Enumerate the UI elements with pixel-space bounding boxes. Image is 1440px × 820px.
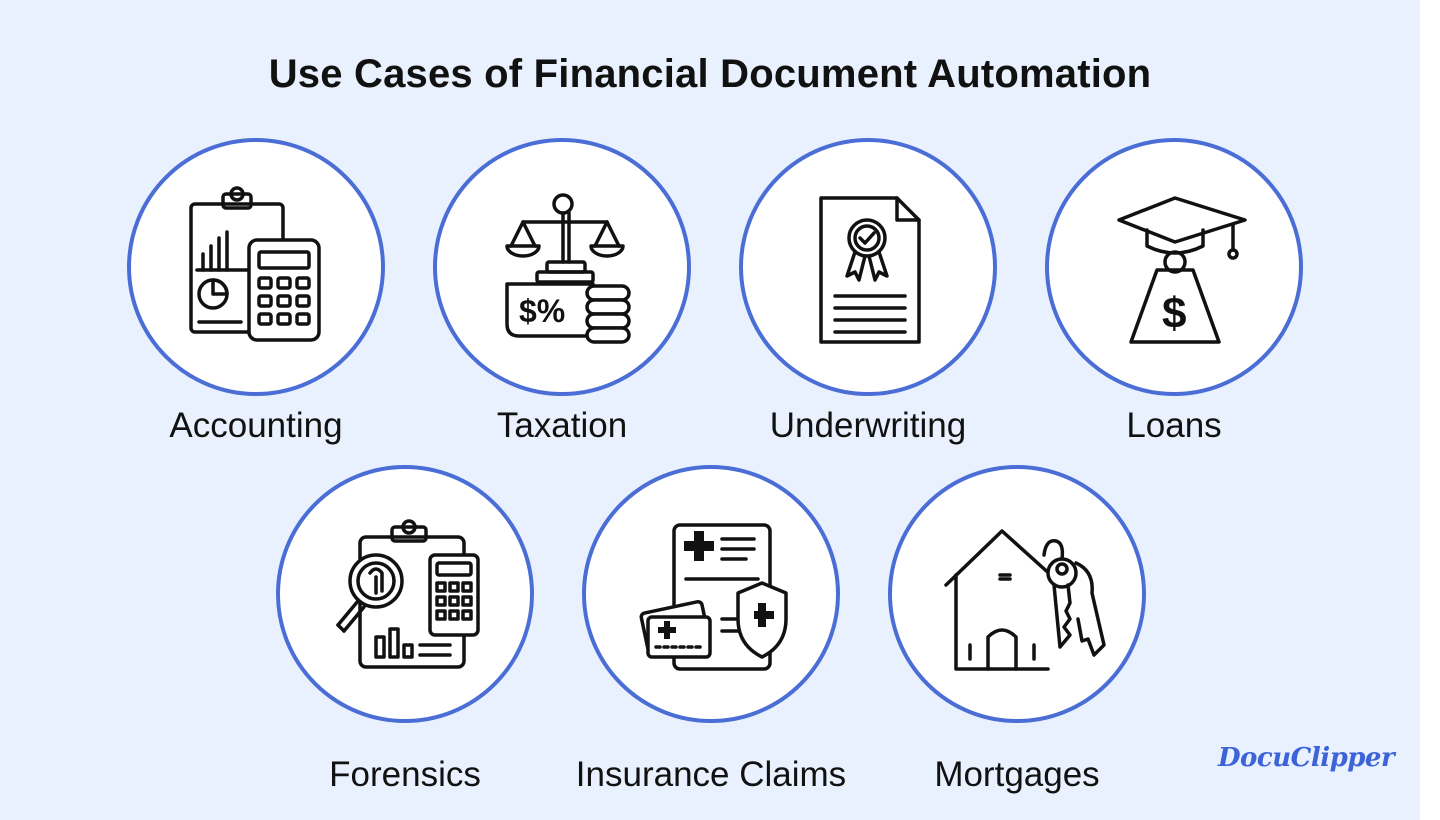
use-case-label: Taxation bbox=[496, 406, 628, 445]
insurance-claims-icon bbox=[639, 523, 788, 671]
icon-circle: $ bbox=[1045, 138, 1303, 396]
forensics-icon bbox=[336, 519, 480, 669]
icon-circle bbox=[276, 465, 534, 723]
icon-circle bbox=[888, 465, 1146, 723]
use-case-mortgages: Mortgages bbox=[867, 465, 1167, 794]
use-case-label: Mortgages bbox=[934, 755, 1100, 794]
svg-text:$: $ bbox=[1162, 289, 1186, 338]
page-title: Use Cases of Financial Document Automati… bbox=[268, 52, 1152, 96]
use-case-label: Accounting bbox=[169, 406, 343, 445]
use-case-insurance-claims: Insurance Claims bbox=[561, 465, 861, 794]
use-case-label: Forensics bbox=[329, 755, 481, 794]
use-case-taxation: $% Taxation bbox=[412, 138, 712, 458]
loans-icon: $ bbox=[1117, 196, 1247, 344]
mortgages-icon bbox=[944, 529, 1106, 671]
use-case-loans: $ Loans bbox=[1024, 138, 1324, 458]
taxation-icon: $% bbox=[505, 193, 631, 344]
icon-circle bbox=[127, 138, 385, 396]
use-case-underwriting: Underwriting bbox=[718, 138, 1018, 458]
brand-logo: DocuClipper bbox=[1218, 743, 1395, 773]
icon-circle bbox=[739, 138, 997, 396]
icon-circle: $% bbox=[433, 138, 691, 396]
underwriting-icon bbox=[819, 196, 921, 344]
svg-text:$%: $% bbox=[519, 293, 565, 329]
accounting-icon bbox=[189, 186, 321, 342]
icon-circle bbox=[582, 465, 840, 723]
use-case-label: Underwriting bbox=[769, 406, 967, 445]
use-case-label: Insurance Claims bbox=[575, 755, 847, 794]
use-case-accounting: Accounting bbox=[106, 138, 406, 458]
use-case-forensics: Forensics bbox=[255, 465, 555, 794]
use-case-label: Loans bbox=[1126, 406, 1222, 445]
